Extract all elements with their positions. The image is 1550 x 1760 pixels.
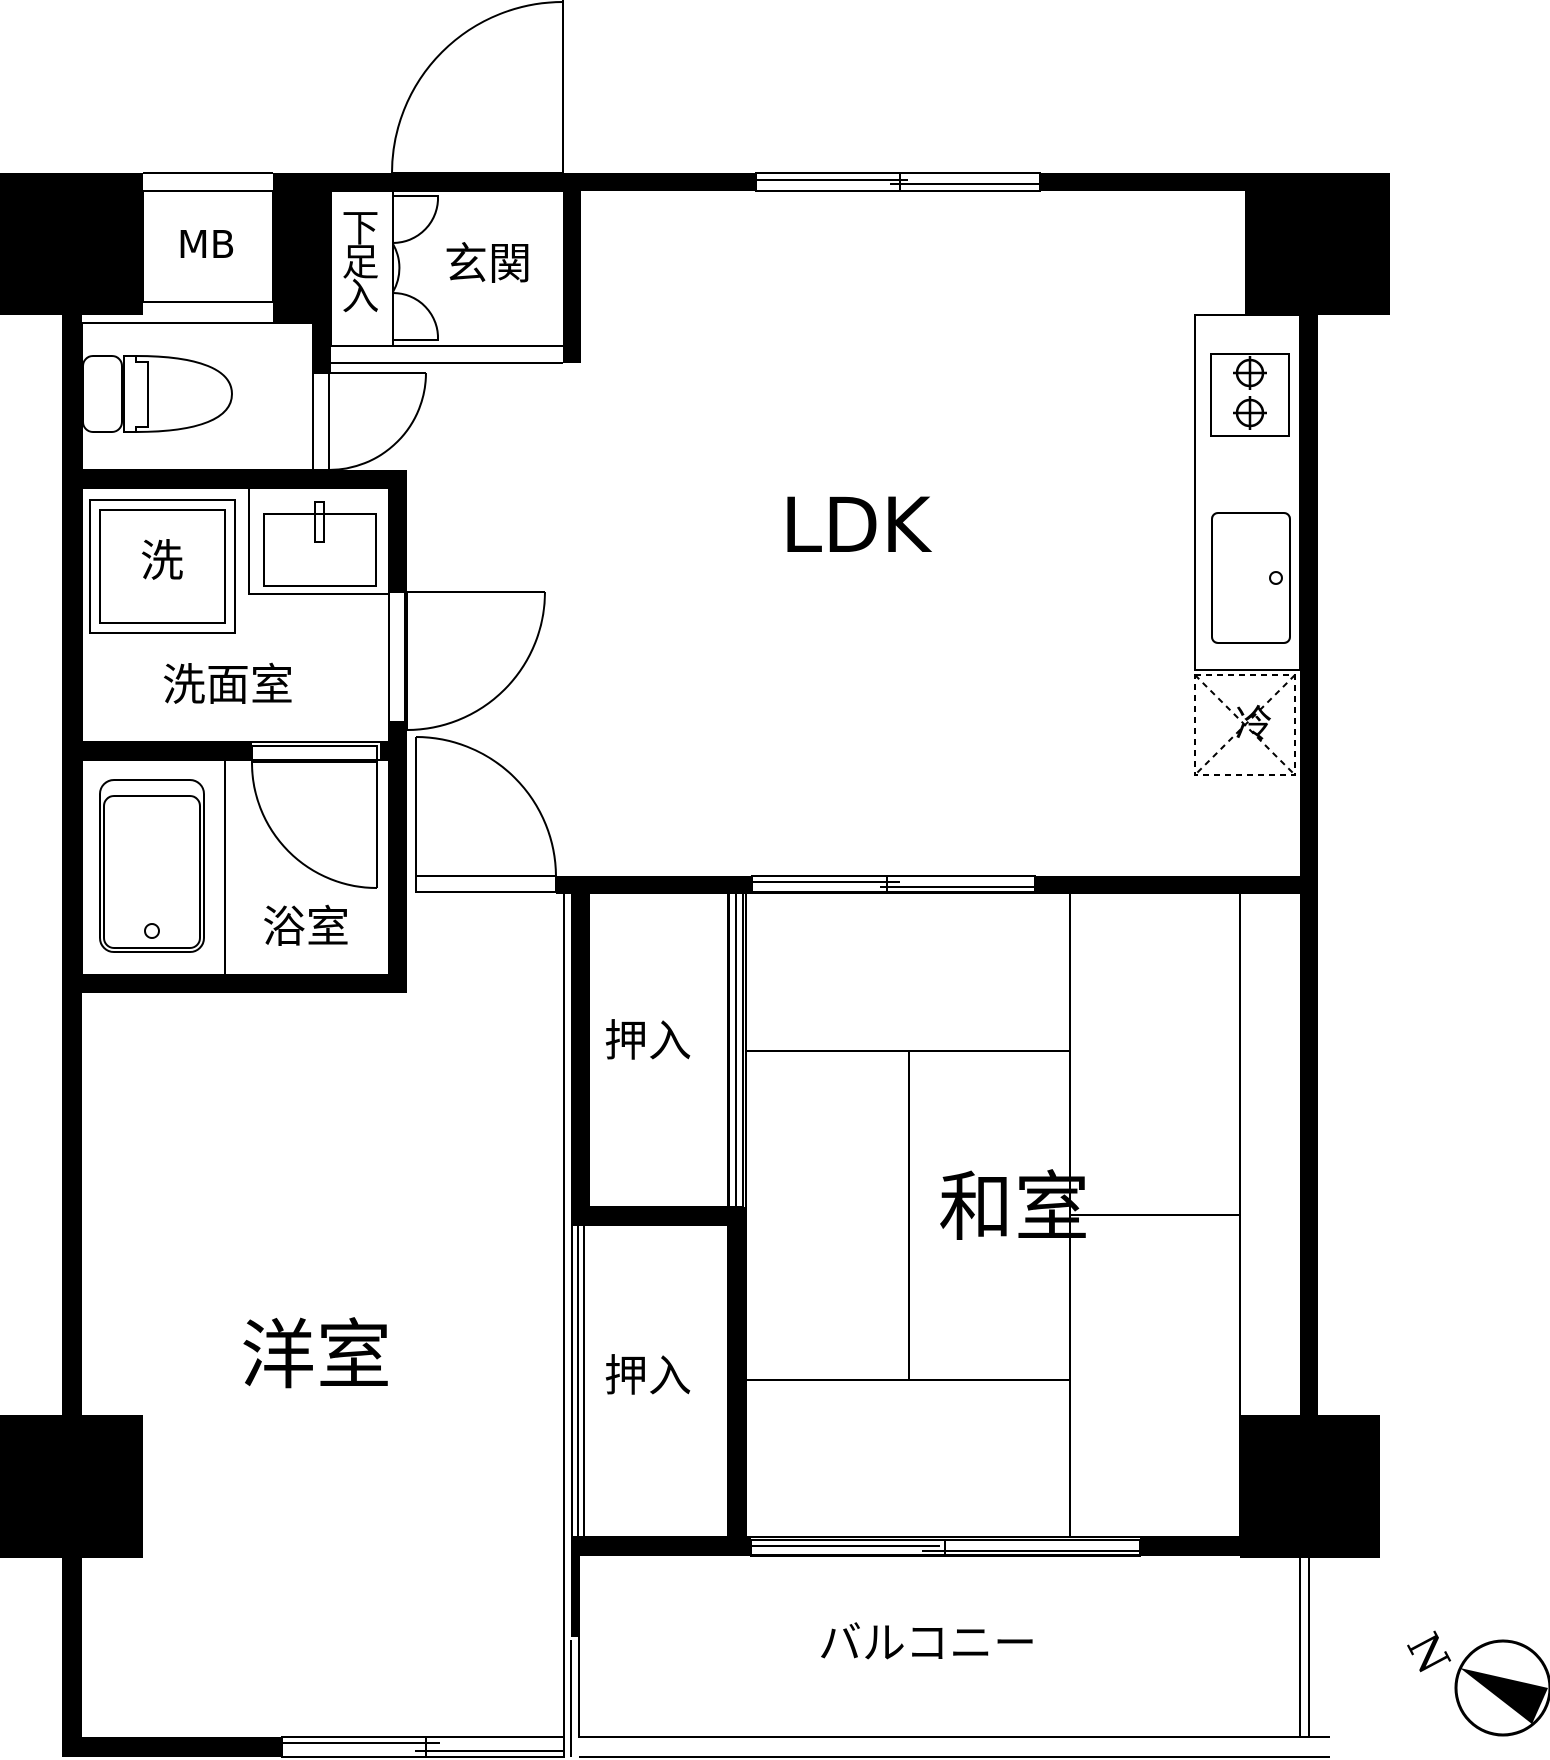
western-room-label: 洋室 [240,1311,392,1400]
balcony-label: バルコニー [818,1618,1038,1669]
closet-upper-label: 押入 [604,1016,692,1067]
ldk-label: LDK [780,481,931,570]
fixtures-and-lines [81,0,1330,1758]
bathroom-label: 浴室 [262,902,350,953]
washing-machine-label: 洗 [140,536,184,587]
walls [0,173,1390,1757]
shoe-cabinet-label: 下足入 [335,208,379,310]
entrance-label: 玄関 [444,239,532,290]
washroom-label: 洗面室 [162,660,294,711]
refrigerator-label: 冷 [1235,702,1274,746]
closet-lower-label: 押入 [604,1351,692,1402]
japanese-room-label: 和室 [938,1163,1090,1252]
stove-burners [1233,356,1267,430]
north-arrow-icon [1454,1639,1550,1737]
mb-label: MB [177,223,236,267]
